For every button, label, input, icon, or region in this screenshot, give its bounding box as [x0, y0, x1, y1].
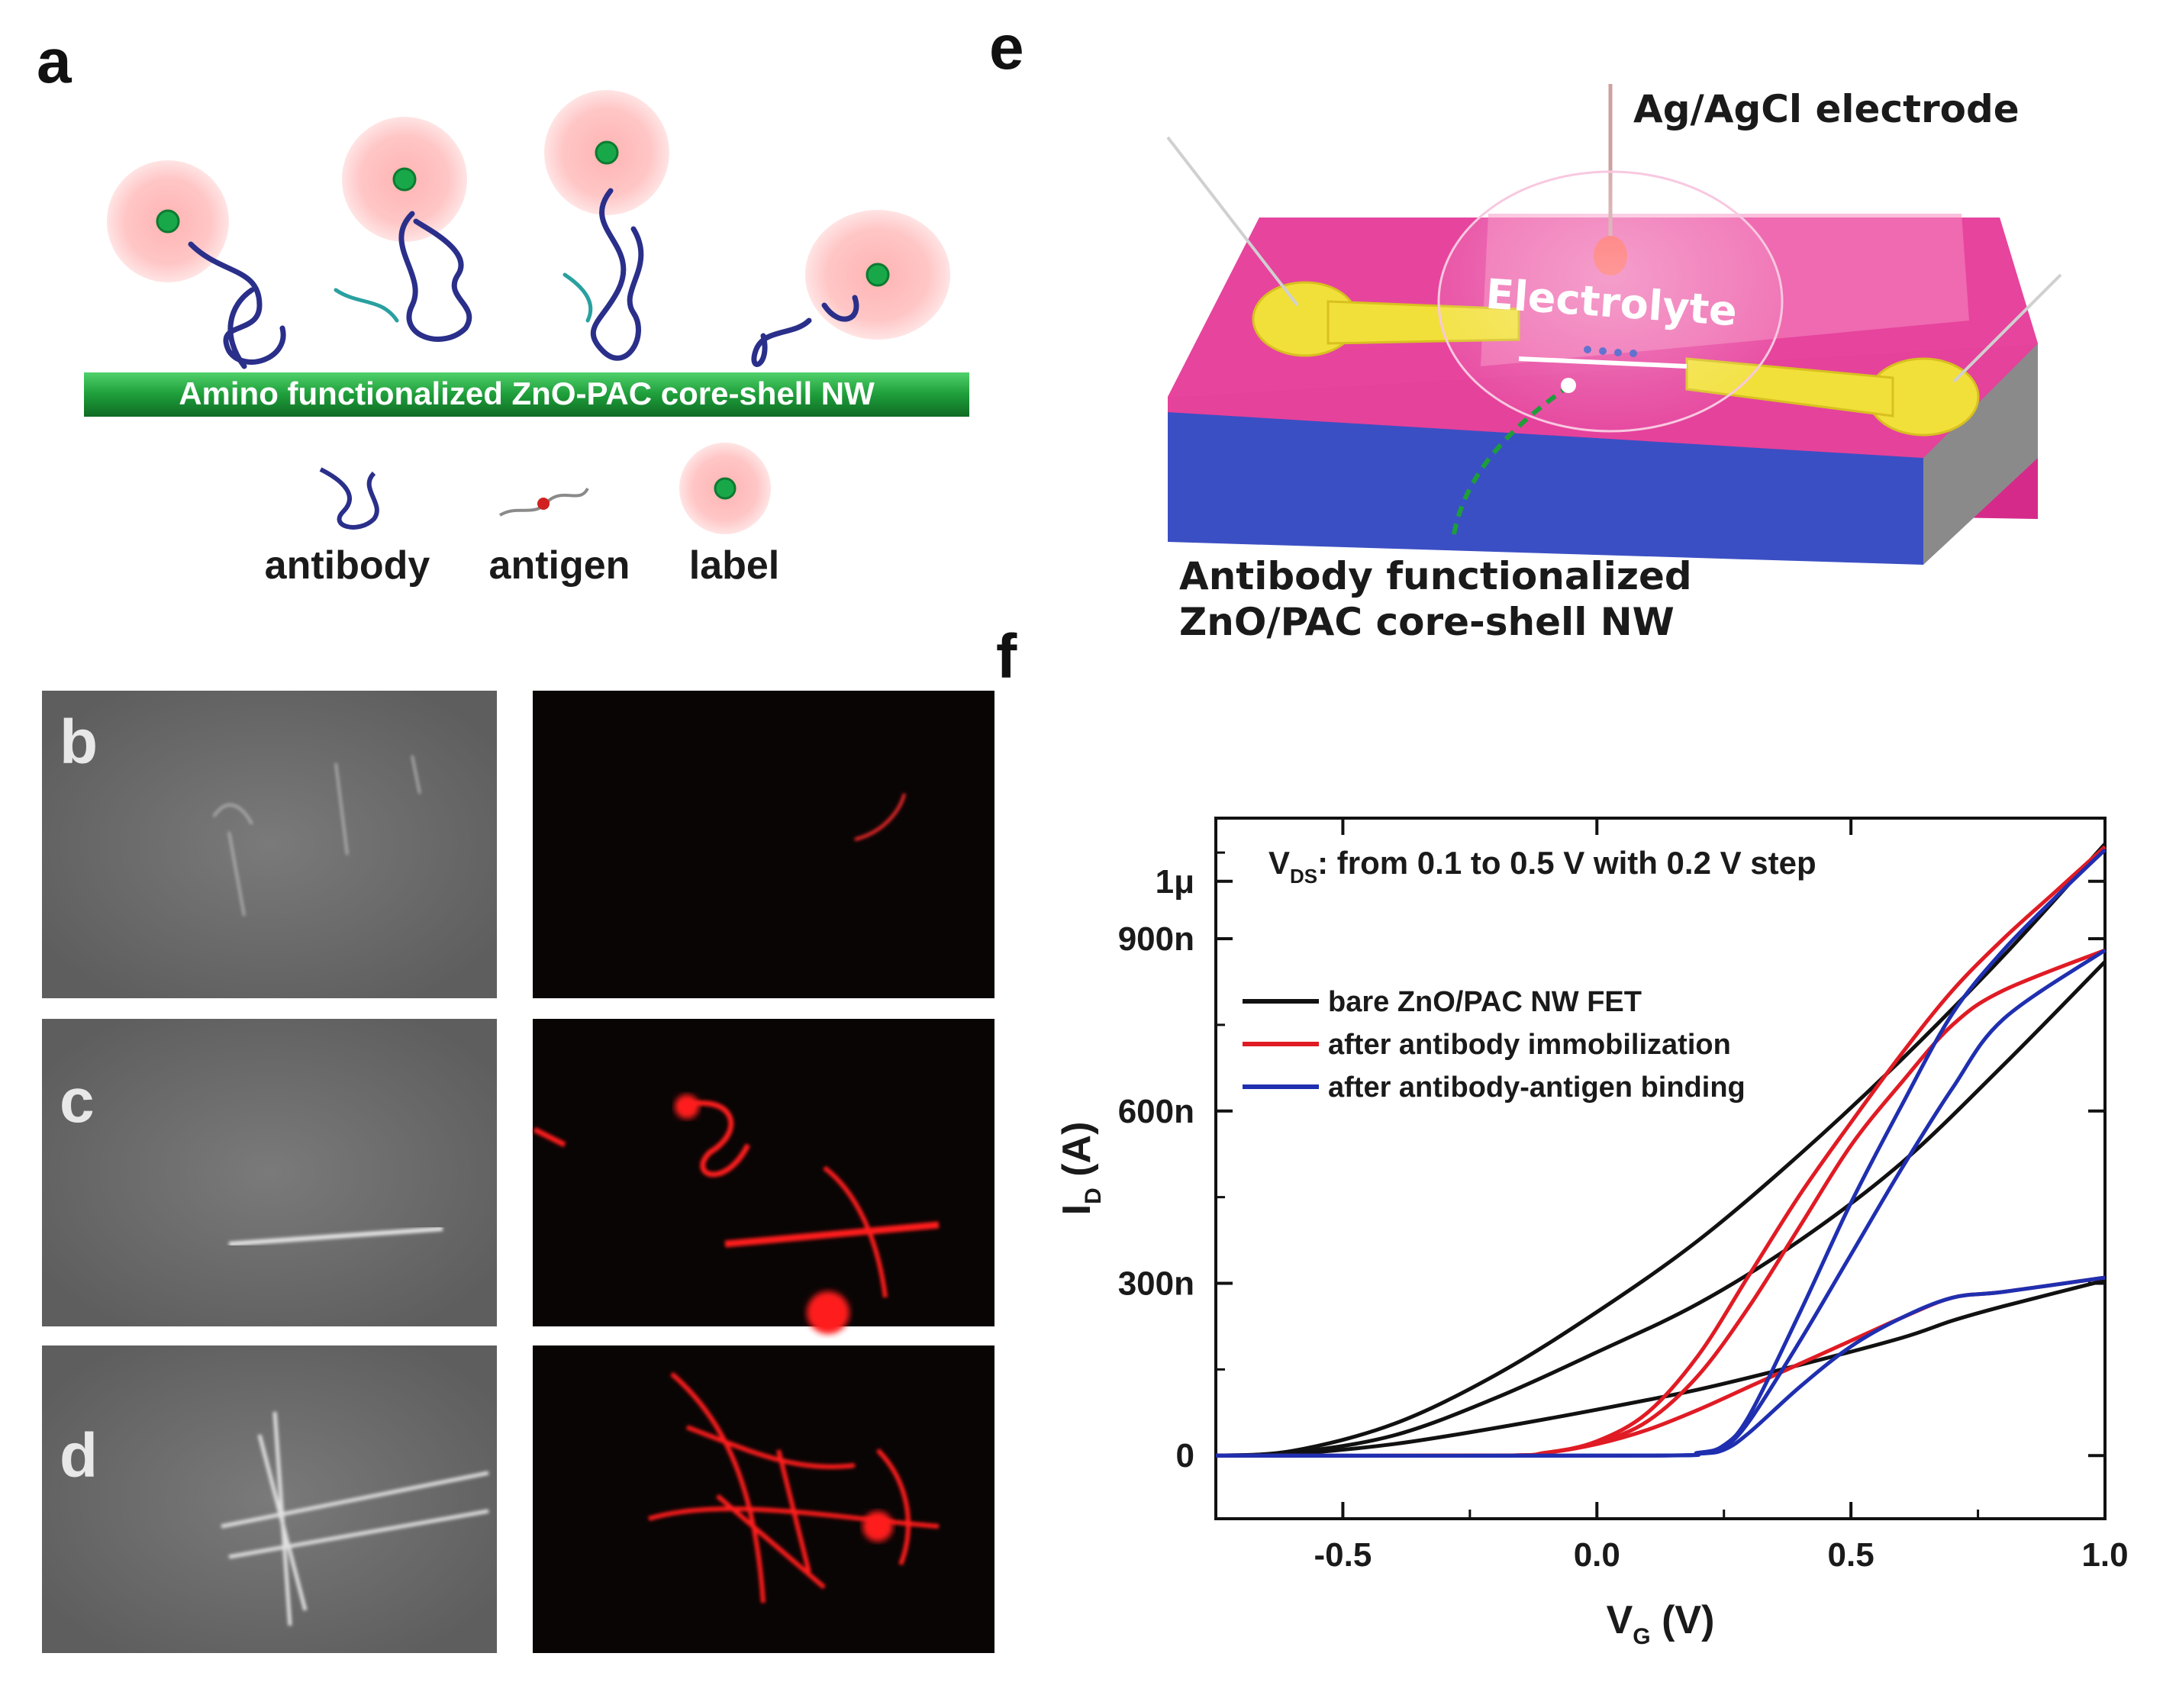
transfer-curve-chart: -0.5 0.0 0.5 1.0 0 300n 600n 900n 1μ VG (V) ID (A)… — [1055, 817, 2129, 1649]
brightfield-image-b — [42, 691, 497, 998]
nanowire-bar — [84, 372, 969, 417]
panel-label-c: c — [60, 1066, 95, 1136]
label-glow-spheres — [107, 90, 950, 340]
panel-label-d: d — [60, 1421, 98, 1490]
legend-label-2: after antibody-antigen binding — [1328, 1072, 1746, 1104]
legend-antibody-label: antibody — [265, 543, 430, 588]
source-probe — [1166, 136, 1299, 307]
nw-label-line1: Antibody functionalized — [1179, 554, 1692, 598]
x-axis-label: VG (V) — [1607, 1598, 1715, 1649]
series-2-curve-1 — [1215, 949, 2107, 1458]
series-2-curve-0 — [1215, 1275, 2106, 1458]
fluorescence-image-c — [533, 1019, 994, 1326]
x-tick-label: 1.0 — [2081, 1536, 2128, 1574]
nw-label-line2: ZnO/PAC core-shell NW — [1179, 600, 1675, 644]
x-tick-label: 0.5 — [1828, 1536, 1874, 1574]
panel-d: d — [42, 1345, 994, 1653]
legend-label-1: after antibody immobilization — [1328, 1029, 1731, 1061]
panel-label-a: a — [37, 27, 73, 96]
electrolyte-dome — [1437, 170, 1784, 433]
vds-annotation: VDS: from 0.1 to 0.5 V with 0.2 V step — [1268, 845, 1816, 888]
series-1-curve-2 — [1215, 845, 2107, 1458]
legend-antigen-label: antigen — [489, 543, 630, 588]
plot-frame — [1214, 817, 2107, 1520]
brightfield-image-c — [42, 1019, 497, 1326]
antigen-icon — [498, 487, 589, 517]
legend-label-label: label — [689, 543, 780, 588]
y-tick-label: 1μ — [1156, 863, 1194, 901]
substrate-front-blue — [1168, 412, 1923, 565]
series-1-curve-0 — [1215, 1275, 2106, 1458]
electrode-label: Ag/AgCl electrode — [1633, 87, 2020, 131]
panel-b: b — [42, 691, 994, 998]
y-tick-label: 300n — [1118, 1265, 1194, 1302]
drain-probe — [1952, 273, 2062, 383]
panel-a: a Amino functionalized ZnO-PAC core-shel… — [37, 27, 969, 588]
x-tick-label: -0.5 — [1314, 1536, 1372, 1574]
y-tick-label: 600n — [1118, 1093, 1194, 1130]
antibody-icon — [319, 467, 379, 530]
nanowire-text: Amino functionalized ZnO-PAC core-shell … — [179, 375, 875, 411]
nanowire-pointer — [1452, 387, 1566, 535]
series-1-curve-1 — [1215, 948, 2106, 1458]
fluorescence-image-d — [533, 1345, 994, 1653]
y-tick-label: 900n — [1118, 920, 1194, 958]
panel-c: c — [42, 1019, 994, 1334]
panel-label-b: b — [60, 707, 98, 777]
legend-label-0: bare ZnO/PAC NW FET — [1328, 986, 1642, 1018]
substrate-side — [1923, 343, 2038, 565]
y-tick-label: 0 — [1176, 1437, 1194, 1474]
panel-f: f -0.5 0.0 0.5 1.0 0 300n 600n 900n 1μ VG (V) ID (… — [996, 622, 2129, 1649]
x-tick-label: 0.0 — [1574, 1536, 1620, 1574]
brightfield-image-d — [42, 1345, 497, 1653]
series-0-curve-0 — [1215, 1278, 2106, 1458]
panel-label-e: e — [989, 13, 1024, 82]
antibody-ribbons — [188, 188, 859, 369]
panel-label-f: f — [996, 622, 1017, 691]
panel-e: e Ag/AgCl electrode Electrolyte — [989, 13, 2062, 644]
label-icon — [679, 443, 771, 534]
fluorescence-image-b — [533, 691, 994, 998]
series-0-curve-2 — [1215, 843, 2107, 1458]
series-2-curve-2 — [1215, 848, 2107, 1458]
series-0-curve-1 — [1215, 960, 2107, 1458]
y-axis-label: ID (A) — [1055, 1122, 1106, 1216]
